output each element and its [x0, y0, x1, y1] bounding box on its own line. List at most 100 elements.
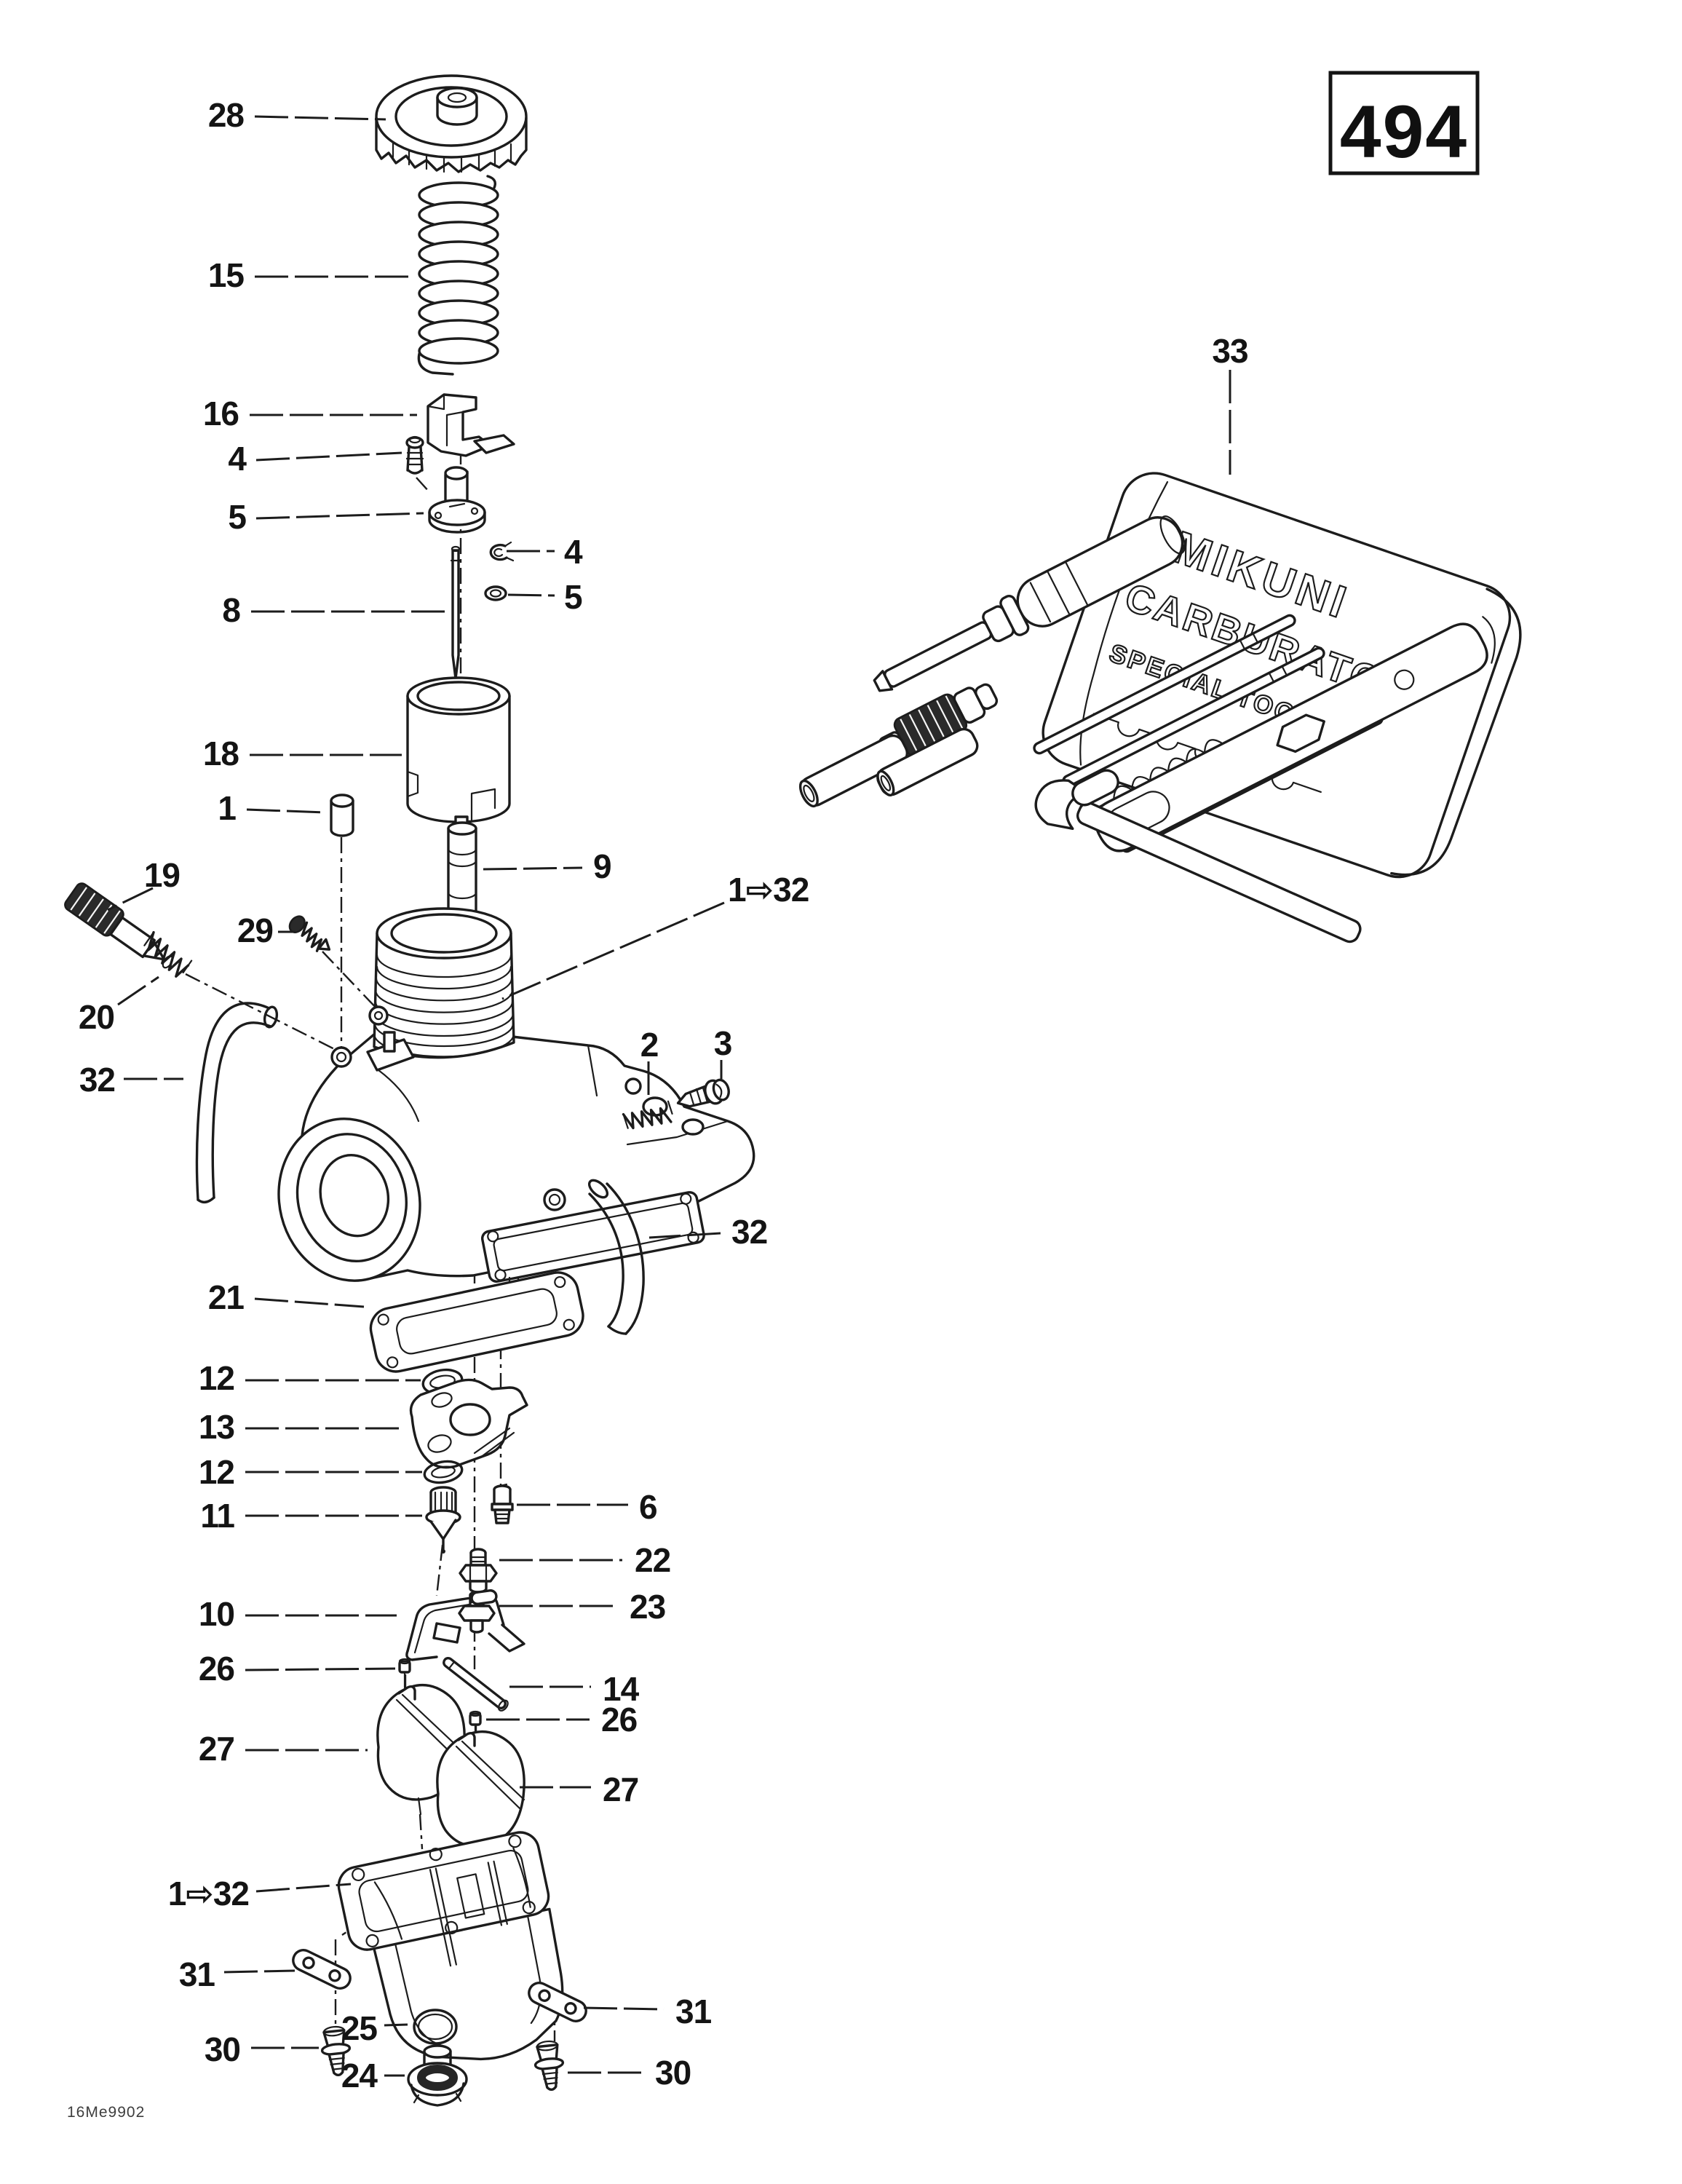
part-air-screw-19 [64, 882, 174, 969]
part-bracket-31-right [528, 1982, 587, 2022]
callout-leader-5 [507, 593, 555, 597]
part-drain-plug-24 [407, 2044, 468, 2107]
watermark: 16Me9902 [67, 2104, 145, 2121]
callout-label-30: 30 [655, 2054, 691, 2092]
part-float-27-right [436, 1730, 525, 1848]
callout-label-5: 5 [228, 498, 246, 536]
callout-label-12: 12 [199, 1453, 234, 1491]
part-spring-20 [143, 930, 193, 978]
callout-label-6: 6 [639, 1488, 657, 1526]
callout-label-26: 26 [199, 1650, 234, 1688]
air-intake-bell [277, 1117, 421, 1282]
callout-label-1⇨32: 1⇨32 [168, 1875, 249, 1912]
part-throttle-slide-18 [406, 676, 511, 823]
callout-label-27: 27 [603, 1770, 638, 1808]
callout-leader-21 [254, 1297, 365, 1308]
callout-label-8: 8 [222, 591, 240, 629]
callout-label-13: 13 [199, 1408, 234, 1446]
callout-label-23: 23 [630, 1588, 665, 1626]
callout-label-19: 19 [144, 856, 180, 894]
part-screw-29 [288, 915, 331, 952]
tool-kit: MIKUNI CARBURATOR SPECIAL TOOLS [798, 472, 1522, 943]
part-screw-3 [676, 1078, 730, 1108]
part-vent-hose-32-left [195, 1002, 279, 1204]
callout-leader-26 [245, 1667, 396, 1671]
callout-label-24: 24 [341, 2057, 378, 2094]
part-washer-5 [484, 585, 507, 601]
page-code-text: 494 [1340, 90, 1468, 173]
callout-label-27: 27 [199, 1730, 234, 1768]
part-screw-30-right [533, 2040, 565, 2092]
part-o-ring-12-lower [423, 1460, 464, 1484]
part-pilot-jet-6 [491, 1483, 514, 1524]
callout-label-15: 15 [208, 256, 245, 294]
part-adjuster-cap-28 [375, 74, 528, 173]
callout-label-22: 22 [635, 1541, 670, 1579]
callout-leader-31 [223, 1969, 295, 1974]
callout-label-31: 31 [179, 1955, 215, 1993]
part-spring-15 [417, 175, 499, 376]
callout-leader-20 [117, 976, 159, 1006]
callout-label-10: 10 [199, 1595, 234, 1633]
callout-leader-4 [255, 451, 402, 462]
part-needle-jet-9 [447, 815, 477, 919]
callout-label-5: 5 [564, 578, 582, 616]
callout-leader-1⇨32 [501, 901, 725, 1000]
part-o-ring-25 [413, 2009, 458, 2045]
part-gasket-plate-13 [409, 1378, 528, 1469]
part-needle-valve-11 [425, 1486, 461, 1554]
tool-screwdriver [873, 515, 1186, 692]
callout-leader-1⇨32 [255, 1883, 352, 1893]
part-e-clip-4 [489, 541, 515, 562]
callout-label-2: 2 [640, 1026, 659, 1064]
callout-label-9: 9 [593, 847, 611, 885]
part-plunger-1 [330, 794, 354, 837]
tool-socket-1 [798, 734, 908, 808]
part-bracket-31-left [292, 1949, 352, 1990]
part-needle-retainer-16 [427, 393, 515, 457]
callout-leader-9 [483, 866, 583, 871]
callout-label-4: 4 [564, 533, 583, 571]
part-needle-jet-holder-5 [428, 466, 486, 534]
callout-label-1⇨32: 1⇨32 [728, 871, 809, 909]
callout-leader-31 [583, 2006, 665, 2011]
callout-label-33: 33 [1212, 332, 1247, 370]
callout-label-12: 12 [199, 1359, 234, 1397]
part-carb-body [277, 907, 755, 1335]
callout-leader-19 [107, 887, 154, 911]
callout-leader-32 [648, 1232, 721, 1239]
callout-label-14: 14 [603, 1670, 640, 1708]
part-screw-26-left [398, 1658, 411, 1689]
callout-leader-1 [246, 808, 327, 814]
callout-leader-28 [254, 115, 386, 121]
callout-label-25: 25 [341, 2009, 378, 2047]
tool-slug [1071, 769, 1119, 807]
callout-label-16: 16 [203, 395, 239, 432]
callout-label-26: 26 [601, 1701, 637, 1738]
part-spring-2 [622, 1100, 673, 1130]
part-float-arm-10 [405, 1589, 525, 1661]
part-float-pin-14 [443, 1656, 509, 1712]
part-screw-4-top [405, 435, 424, 475]
part-jet-needle-8 [450, 545, 461, 680]
callout-label-32: 32 [731, 1213, 767, 1251]
part-screw-30-left [320, 2025, 352, 2077]
part-vent-hose-32-right [587, 1179, 645, 1335]
callout-label-21: 21 [208, 1278, 245, 1316]
callout-label-3: 3 [714, 1024, 732, 1062]
tool-rod-1 [1033, 614, 1296, 755]
callout-label-31: 31 [675, 1993, 712, 2030]
page-code-box: 494 [1328, 71, 1480, 175]
callout-label-1: 1 [218, 789, 236, 827]
part-main-jet-22 [459, 1548, 498, 1594]
tool-socket-2 [876, 727, 979, 796]
callout-label-30: 30 [205, 2030, 240, 2068]
callout-label-29: 29 [237, 911, 273, 949]
callout-label-11: 11 [200, 1497, 234, 1535]
callout-label-28: 28 [208, 96, 245, 134]
callout-label-18: 18 [203, 735, 239, 772]
callout-label-4: 4 [228, 440, 247, 478]
